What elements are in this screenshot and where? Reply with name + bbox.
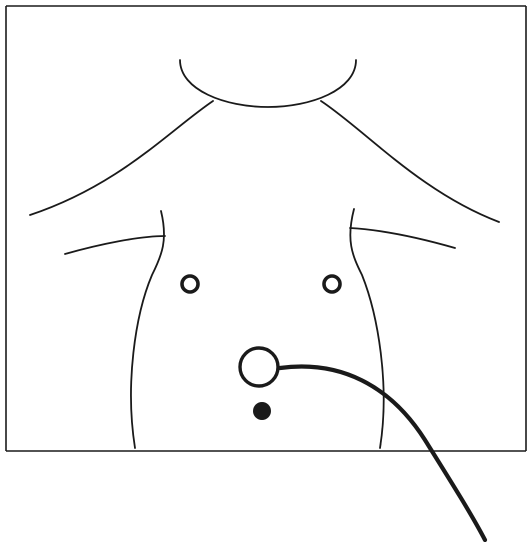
left-body-side xyxy=(130,210,165,449)
lower-filled-dot xyxy=(253,402,271,420)
tube-line xyxy=(277,364,488,542)
left-arm-line xyxy=(64,235,166,255)
left-port-marker xyxy=(180,274,200,294)
right-port-marker xyxy=(322,274,342,294)
right-body-side xyxy=(349,208,385,449)
left-shoulder-line xyxy=(29,100,214,216)
panel-frame xyxy=(5,5,527,452)
right-shoulder-line xyxy=(320,100,500,223)
central-port-marker xyxy=(238,346,280,388)
neck-arc xyxy=(179,59,357,108)
right-arm-line xyxy=(349,227,456,249)
torso-outline xyxy=(29,59,500,449)
